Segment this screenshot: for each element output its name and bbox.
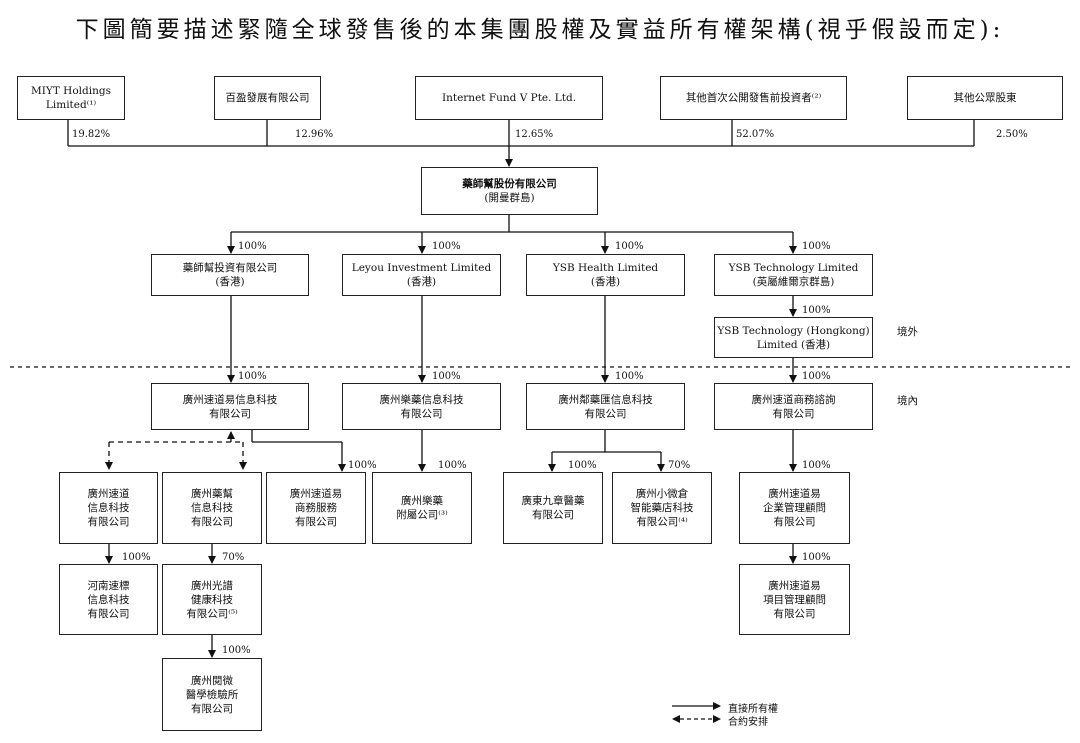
pct-level4-0: 100% [122,552,151,563]
offshore-ysb-technology: YSB Technology Limited (英屬維爾京群島) [714,254,873,296]
pct-onshore-3: 100% [802,371,831,382]
shareholder-pre-ipo: 其他首次公開發售前投資者⁽²⁾ [660,76,847,120]
pct-offshore-1: 100% [432,241,461,252]
pct-internet-fund: 12.65% [515,129,554,140]
level4-sudaoyi-project: 廣州速道易 項目管理顧問 有限公司 [739,564,850,635]
offshore-leyou: Leyou Investment Limited (香港) [342,254,501,296]
pct-offshore-0: 100% [238,241,267,252]
pct-offshore-2: 100% [615,241,644,252]
pct-onshore-1: 100% [432,371,461,382]
pct-level4-2: 100% [802,552,831,563]
pct-level3-2: 100% [348,460,377,471]
pct-level3-5: 70% [668,460,691,471]
pct-pre-ipo: 52.07% [736,129,775,140]
pct-level3-3: 100% [438,460,467,471]
pct-public: 2.50% [996,129,1028,140]
level3-leyao-subsidiary: 廣州樂藥 附屬公司⁽³⁾ [372,472,472,544]
legend-contractual-arrangement: 合約安排 [728,717,768,728]
level5-yuewei-lab: 廣州閱微 醫學檢驗所 有限公司 [162,658,262,731]
label-onshore: 境內 [897,395,918,407]
shareholder-miyt: MIYT Holdings Limited⁽¹⁾ [17,76,125,120]
level3-xiaoweicang: 廣州小微倉 智能藥店科技 有限公司⁽⁴⁾ [612,472,712,544]
onshore-linyaohui: 廣州鄰藥匯信息科技 有限公司 [526,383,685,430]
pct-onshore-2: 100% [615,371,644,382]
page-title: 下圖簡要描述緊隨全球發售後的本集團股權及實益所有權架構(視乎假設而定): [75,17,1005,43]
level3-sudao-tech: 廣州速道 信息科技 有限公司 [59,472,158,544]
level3-sudaoyi-management: 廣州速道易 企業管理顧問 有限公司 [739,472,850,544]
pct-level3-6: 100% [802,460,831,471]
level3-yaobang-tech: 廣州藥幫 信息科技 有限公司 [162,472,262,544]
offshore-ysb-investment: 藥師幫投資有限公司 (香港) [151,254,309,296]
label-offshore: 境外 [897,326,918,338]
pct-level4-1: 70% [222,552,245,563]
pct-baiying: 12.96% [295,129,334,140]
offshore-ysb-hk: YSB Technology (Hongkong) Limited (香港) [714,317,873,358]
level3-sudaoyi-commerce: 廣州速道易 商務服務 有限公司 [266,472,366,544]
pct-miyt: 19.82% [72,129,111,140]
pct-level5: 100% [222,645,251,656]
pct-offshore-3: 100% [802,241,831,252]
level4-henan-subiao: 河南速標 信息科技 有限公司 [59,564,158,635]
legend-direct-ownership: 直接所有權 [728,704,778,715]
shareholder-baiying: 百盈發展有限公司 [214,76,321,120]
pct-ysb-hk: 100% [802,305,831,316]
pct-onshore-0: 100% [238,371,267,382]
level4-guangpu-health: 廣州光譜 健康科技 有限公司⁽⁵⁾ [162,564,262,635]
onshore-leyao: 廣州樂藥信息科技 有限公司 [342,383,501,430]
level3-jiuzhang-pharma: 廣東九章醫藥 有限公司 [503,472,603,544]
shareholder-public: 其他公眾股東 [907,76,1063,120]
offshore-ysb-health: YSB Health Limited (香港) [526,254,685,296]
parent-company: 藥師幫股份有限公司 (開曼群島) [421,167,598,215]
onshore-sudaoyi: 廣州速道易信息科技 有限公司 [151,383,309,430]
shareholder-internet-fund: Internet Fund V Pte. Ltd. [415,76,603,120]
onshore-sudao-consulting: 廣州速道商務諮詢 有限公司 [714,383,873,430]
pct-level3-4: 100% [568,460,597,471]
